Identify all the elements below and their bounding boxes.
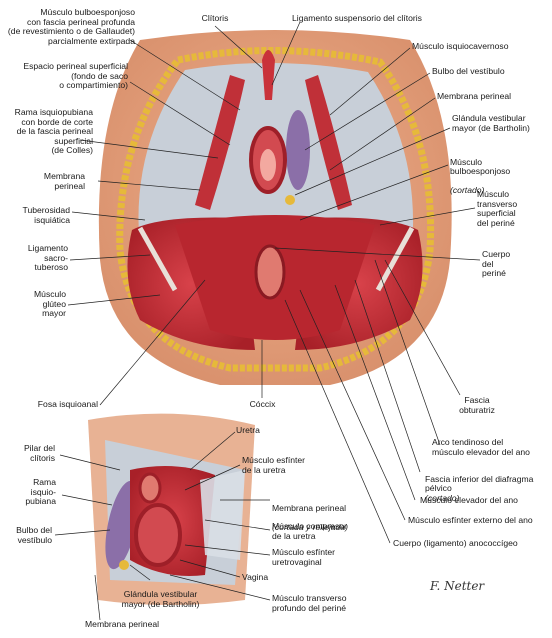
label-coccix: Cóccix <box>249 399 276 409</box>
ischiocavernosus-left <box>195 75 245 210</box>
label-membrana-perineal-bottom-note: (cortada y rellejada) <box>272 521 348 532</box>
label-rama-isquiopubiana: Rama isquiopubiana con borde de corte de… <box>14 107 93 156</box>
label-fascia-obturatriz: Fascia obturatriz <box>459 395 495 415</box>
label-tuberosidad: Tuberosidad isquiática <box>22 205 70 225</box>
label-bulboesponjoso-cortado: Músculo bulboesponjoso (cortado) <box>450 148 548 196</box>
label-esfinter-uretra: Músculo esfínter de la uretra <box>242 455 306 475</box>
sacrotuberous-ligament <box>137 226 178 292</box>
label-ligamento-suspensorio: Ligamento suspensorio del clítoris <box>292 13 422 23</box>
label-fascia-inferior: Fascia inferior del diafragma pélvico (c… <box>425 465 550 503</box>
bottom-perineal-membrane <box>200 470 245 560</box>
anus <box>254 244 286 300</box>
bottom-urethra <box>138 472 162 504</box>
label-isquiocavernoso: Músculo isquiocavernoso <box>412 41 509 51</box>
top-illustration <box>98 30 452 385</box>
bottom-bartholin <box>119 560 129 570</box>
label-bulbo-vestibulo-bottom: Bulbo del vestíbulo <box>16 525 52 545</box>
label-esfinter-externo-ano: Músculo esfínter externo del ano <box>408 515 533 525</box>
label-espacio-superficial: Espacio perineal superficial (fondo de s… <box>23 61 128 91</box>
label-membrana-perineal-top: Membrana perineal <box>43 171 85 191</box>
bartholin-gland <box>285 195 295 205</box>
bottom-vagina <box>134 503 182 567</box>
vaginal-lumen <box>260 149 276 181</box>
label-fascia-inferior-text: Fascia inferior del diafragma pélvico <box>425 473 534 494</box>
label-elevador-ano: Músculo elevador del ano <box>420 495 518 505</box>
label-clitoris: Clítoris <box>201 13 229 23</box>
label-compresor-uretra: Músculo compresor de la uretra <box>272 521 347 541</box>
label-rama-isquiopubiana-bottom: Rama isquio- pubiana <box>25 477 56 507</box>
fat-border <box>116 46 435 372</box>
label-transverso-profundo: Músculo transverso profundo del periné <box>272 593 347 613</box>
label-bulbo-vestibulo: Bulbo del vestíbulo <box>432 66 505 76</box>
signature: F. Netter <box>429 579 485 593</box>
label-membrana-perineal-bottom-text: Membrana perineal <box>272 502 347 513</box>
label-vagina: Vagina <box>242 572 269 582</box>
label-cuerpo-perine: Cuerpo del periné <box>482 249 511 279</box>
label-membrana-perineal-bottom-right: Membrana perineal (cortada y rellejada) <box>272 494 392 532</box>
leader-lines <box>54 21 481 621</box>
label-membrana-perineal-right: Membrana perineal <box>437 91 512 101</box>
label-fascia-inferior-note: (cortado) <box>425 492 460 503</box>
label-membrana-perineal-bottom: Membrana perineal <box>85 619 160 629</box>
label-ligamento-sacrotuberoso: Ligamento sacro- tuberoso <box>27 243 68 273</box>
vestibule-bulb-right <box>286 110 310 190</box>
label-glandula-vestibular: Glándula vestibular mayor (de Bartholin) <box>452 113 530 133</box>
label-glandula-bottom: Glándula vestibular mayor (de Bartholin) <box>121 589 200 609</box>
label-gluteo-mayor: Músculo glúteo mayor <box>34 289 66 319</box>
label-esfinter-uretrovaginal: Músculo esfínter uretrovaginal <box>272 547 336 567</box>
label-cuerpo-anococcigeo: Cuerpo (ligamento) anococcígeo <box>393 538 518 548</box>
sacrotuberous-ligament-right <box>375 226 415 292</box>
label-bulboesponjoso-cortado-note: (cortado) <box>450 185 485 196</box>
ischiocavernosus-right <box>305 75 352 210</box>
label-arco-tendinoso: Arco tendinoso del músculo elevador del … <box>432 437 530 457</box>
clitoris <box>262 50 275 100</box>
bottom-illustration <box>88 413 255 605</box>
label-uretra: Uretra <box>236 425 260 435</box>
label-bulboesponjoso-fascia: Músculo bulboesponjoso con fascia perine… <box>7 7 135 46</box>
label-fosa-isquioanal: Fosa isquioanal <box>37 399 98 409</box>
label-bulboesponjoso-cortado-text: Músculo bulboesponjoso <box>450 156 511 177</box>
label-transverso-superficial: Músculo transverso superficial del perin… <box>477 189 518 228</box>
label-pilar-clitoris: Pilar del clítoris <box>23 443 55 463</box>
